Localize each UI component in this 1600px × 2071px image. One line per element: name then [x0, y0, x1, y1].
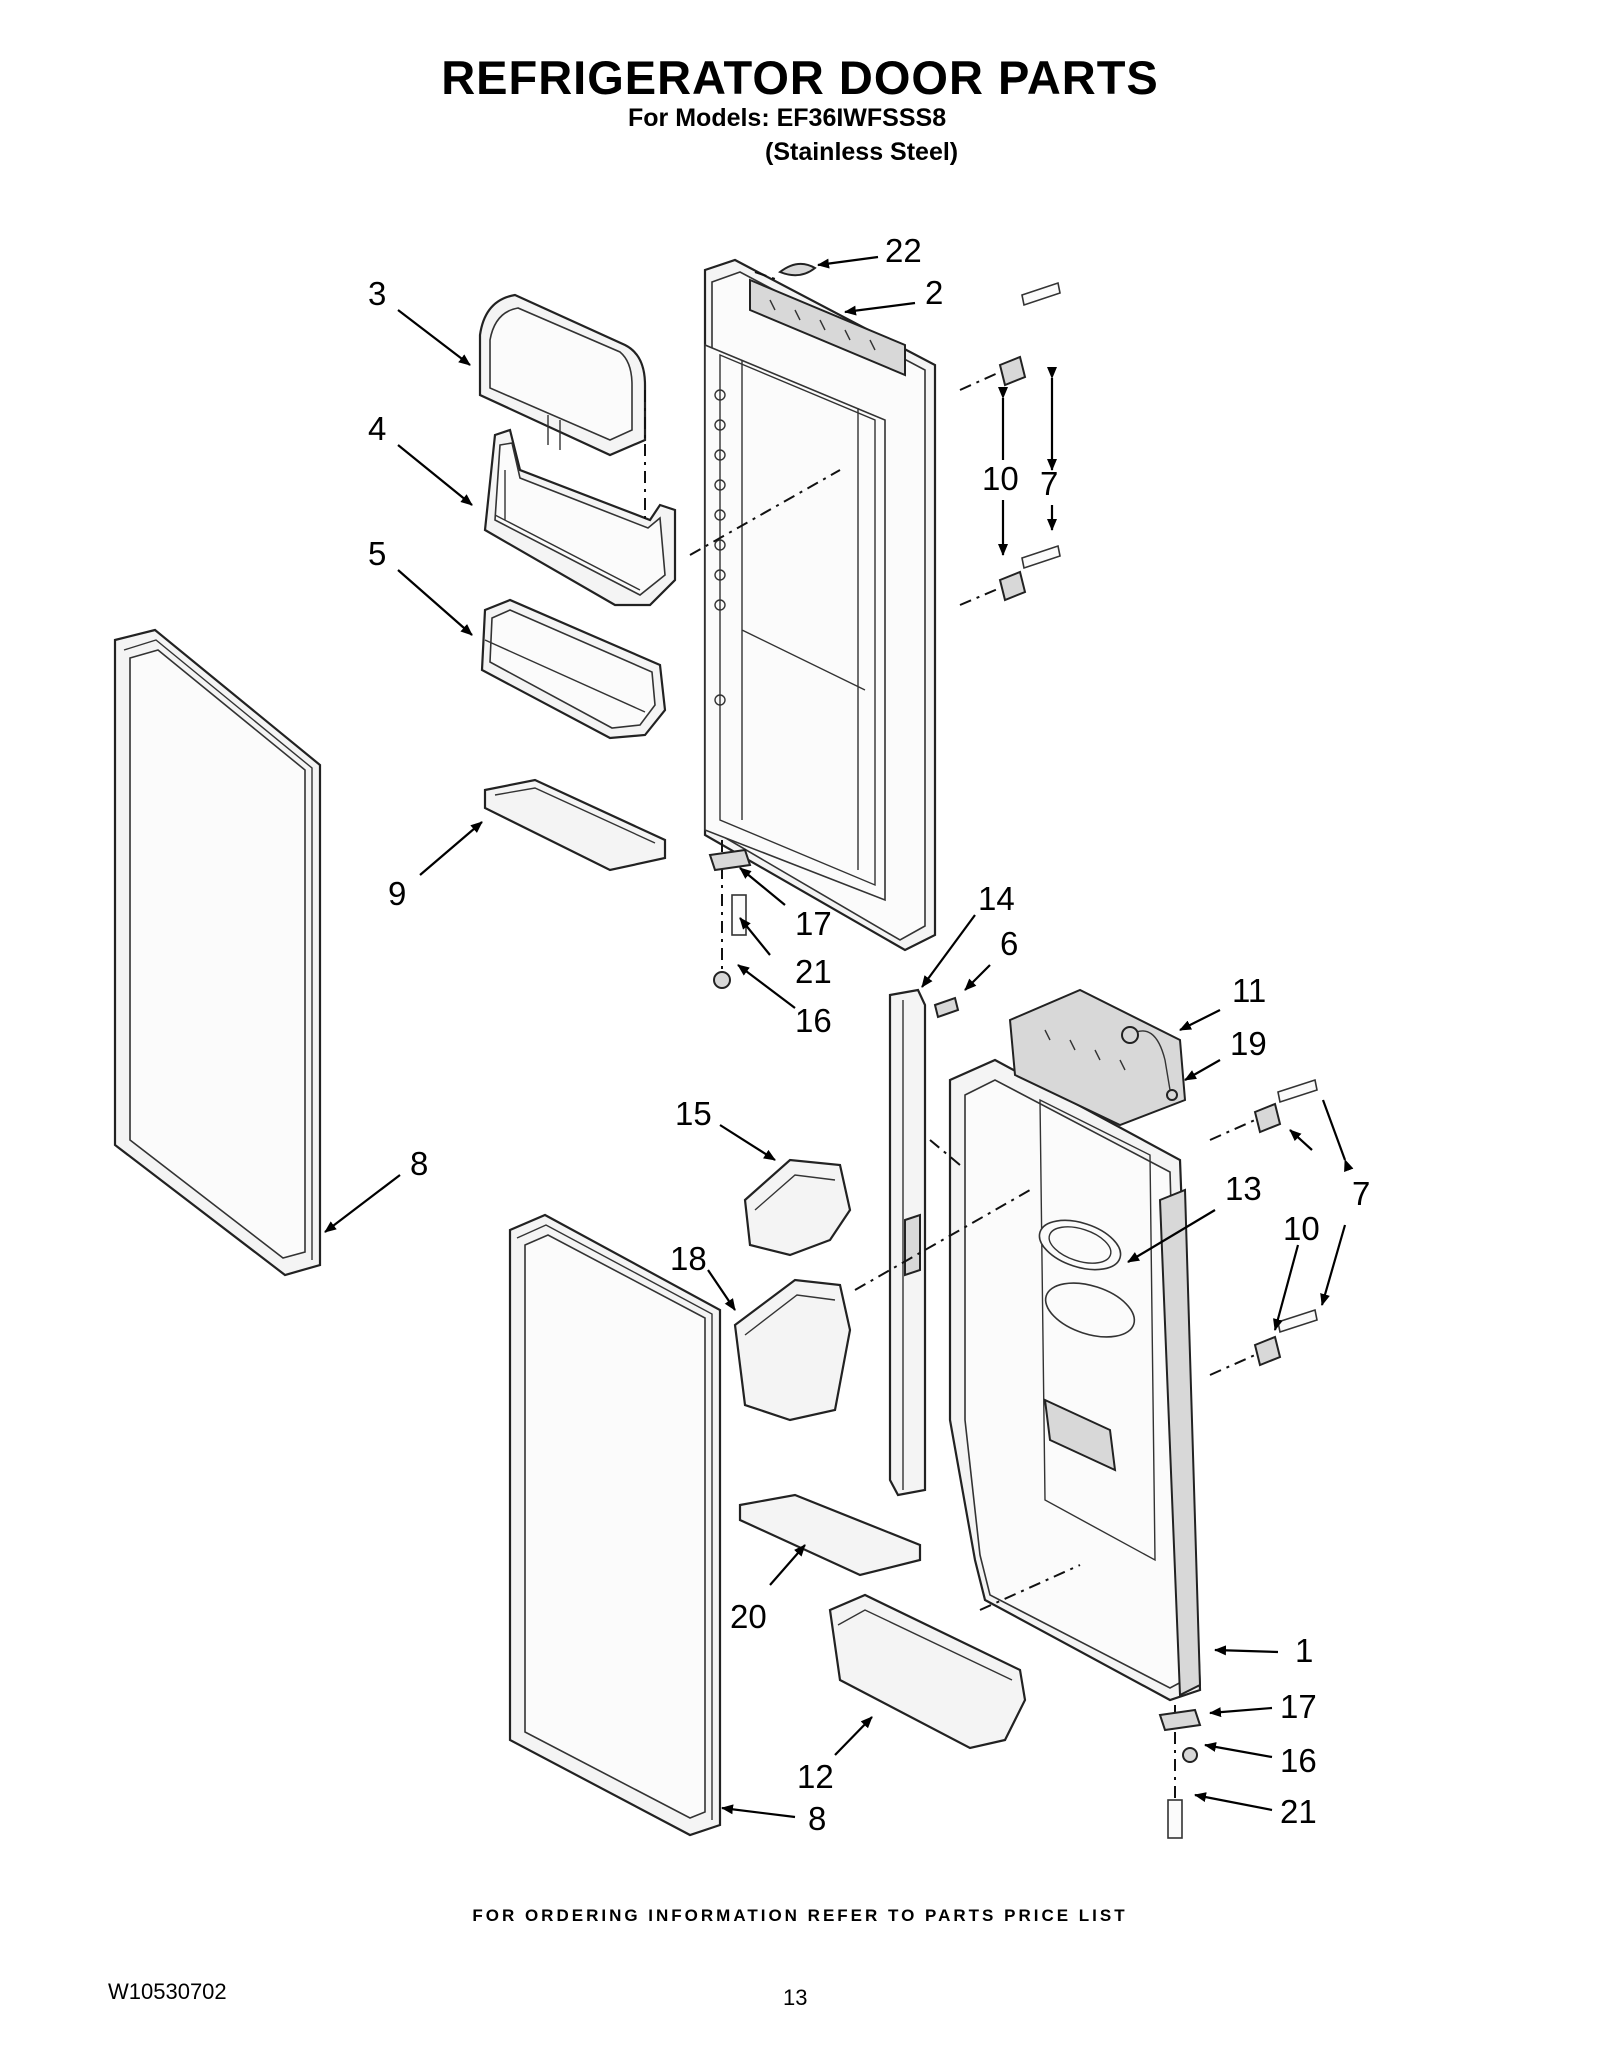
page-number: 13 [783, 1985, 808, 2010]
callout-8-upper: 8 [410, 1145, 428, 1182]
part-13-ring [1038, 1219, 1136, 1338]
ordering-note: FOR ORDERING INFORMATION REFER TO PARTS … [472, 1906, 1128, 1925]
part-15-bin [743, 1158, 852, 1257]
callout-16-lower: 16 [1280, 1742, 1317, 1779]
document-number: W10530702 [108, 1979, 227, 2004]
callout-10-lower: 10 [1283, 1210, 1320, 1247]
part-18-bin [733, 1278, 852, 1422]
callout-7-lower: 7 [1352, 1175, 1370, 1212]
part-8-gasket-upper [113, 628, 322, 1277]
callout-9: 9 [388, 875, 406, 912]
lower-hinge-hardware [1158, 1705, 1202, 1840]
part-22-plug [778, 262, 817, 277]
part-6-screw [933, 996, 960, 1019]
finish-line: (Stainless Steel) [765, 138, 959, 166]
callout-16-upper: 16 [795, 1002, 832, 1039]
callout-11: 11 [1232, 972, 1266, 1009]
part-11-wire [1121, 1026, 1178, 1101]
bin12-dash [979, 1564, 1081, 1611]
upper-hinge-screws [959, 281, 1061, 606]
upper-hinge-hardware [708, 840, 752, 989]
callout-20: 20 [730, 1598, 767, 1635]
callout-18: 18 [670, 1240, 707, 1277]
callout-21-upper: 21 [795, 953, 832, 990]
models-line: For Models: EF36IWFSSS8 [628, 104, 947, 132]
callout-3: 3 [368, 275, 386, 312]
callout-17-upper: 17 [795, 905, 832, 942]
callout-17-lower: 17 [1280, 1688, 1317, 1725]
callout-6: 6 [1000, 925, 1018, 962]
callout-2: 2 [925, 274, 943, 311]
callout-13: 13 [1225, 1170, 1262, 1207]
part-8-gasket-lower [508, 1213, 722, 1837]
upper-door-liner [703, 258, 937, 952]
callout-22: 22 [885, 232, 922, 269]
bin-to-liner-dash [689, 469, 841, 556]
strip-dash [929, 1139, 961, 1166]
part-20-shelf [738, 1493, 922, 1577]
part-4-door-bin [483, 428, 677, 607]
callout-1: 1 [1295, 1632, 1313, 1669]
lower-hinge-screws [1209, 1078, 1318, 1376]
part-12-bin [828, 1593, 1027, 1750]
part-5-small-bin [480, 598, 667, 740]
callout-14: 14 [978, 880, 1015, 917]
callout-8-lower: 8 [808, 1800, 826, 1837]
callout-10-upper: 10 [982, 460, 1019, 497]
part-1-lower-door [948, 988, 1202, 1702]
callout-7-upper: 7 [1040, 465, 1058, 502]
liner-shelf-bumps [714, 389, 726, 706]
callout-leaders [324, 255, 1354, 1819]
callout-5: 5 [368, 535, 386, 572]
callout-labels: 22 2 3 4 5 9 8 17 21 16 7 10 14 6 11 19 … [368, 232, 1370, 1837]
part-9-shelf [483, 778, 667, 872]
bins-dash [854, 1189, 1031, 1291]
plug-dash-line [754, 271, 779, 281]
callout-19: 19 [1230, 1025, 1267, 1062]
part-3-bin-cover [478, 293, 647, 457]
callout-12: 12 [797, 1758, 834, 1795]
callout-4: 4 [368, 410, 386, 447]
callout-15: 15 [675, 1095, 712, 1132]
page-title: REFRIGERATOR DOOR PARTS [441, 51, 1159, 104]
callout-21-lower: 21 [1280, 1793, 1317, 1830]
part-14-strip [888, 988, 927, 1497]
